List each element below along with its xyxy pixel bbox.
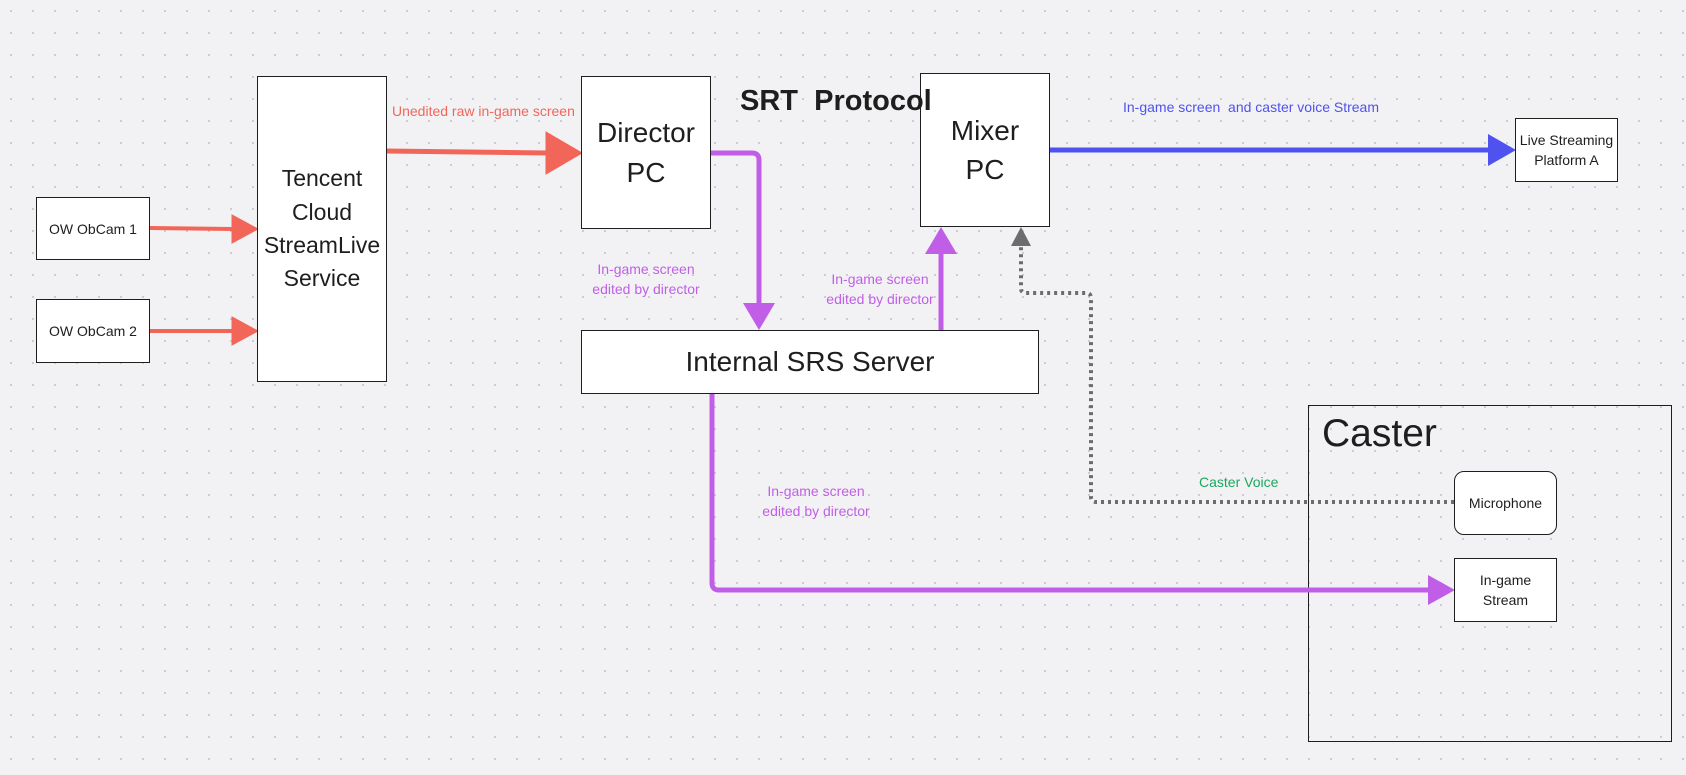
node-microphone[interactable]: Microphone xyxy=(1454,471,1557,535)
node-ow-obcam-1[interactable]: OW ObCam 1 xyxy=(36,197,150,260)
edge-microphone-to-mixer xyxy=(1011,227,1454,504)
edge-director-to-srs xyxy=(710,150,775,330)
edge-srs-to-mixer xyxy=(925,227,957,331)
edge-label-mixer-to-platform: In-game screen and caster voice Stream xyxy=(1123,99,1380,115)
node-ingame-stream[interactable]: In-game Stream xyxy=(1454,558,1557,622)
node-director-pc[interactable]: Director PC xyxy=(581,76,711,229)
node-mixer-pc[interactable]: Mixer PC xyxy=(920,73,1050,227)
edge-label-unedited-raw: Unedited raw in-game screen xyxy=(392,103,575,119)
caster-group: Caster xyxy=(1308,405,1672,742)
edge-label-srs-to-caster: In-game screen edited by director xyxy=(762,483,870,520)
node-internal-srs-server[interactable]: Internal SRS Server xyxy=(581,330,1039,394)
node-tencent-cloud-streamlive[interactable]: Tencent Cloud StreamLive Service xyxy=(257,76,387,382)
diagram-title-srt-protocol: SRT Protocol xyxy=(740,85,932,117)
caster-group-title: Caster xyxy=(1322,412,1437,455)
edge-label-srs-to-mixer: In-game screen edited by director xyxy=(826,271,934,308)
edge-cam1-to-tencent xyxy=(149,214,260,244)
edge-tencent-to-director xyxy=(385,131,583,175)
node-ow-obcam-2[interactable]: OW ObCam 2 xyxy=(36,299,150,363)
edge-mixer-to-platform xyxy=(1050,134,1516,166)
edge-label-director-to-srs: In-game screen edited by director xyxy=(592,261,700,298)
node-live-streaming-platform-a[interactable]: Live Streaming Platform A xyxy=(1515,118,1618,182)
edge-srs-to-ingame-stream xyxy=(709,394,1455,605)
edge-cam2-to-tencent xyxy=(150,316,260,346)
edge-label-caster-voice: Caster Voice xyxy=(1199,474,1279,490)
